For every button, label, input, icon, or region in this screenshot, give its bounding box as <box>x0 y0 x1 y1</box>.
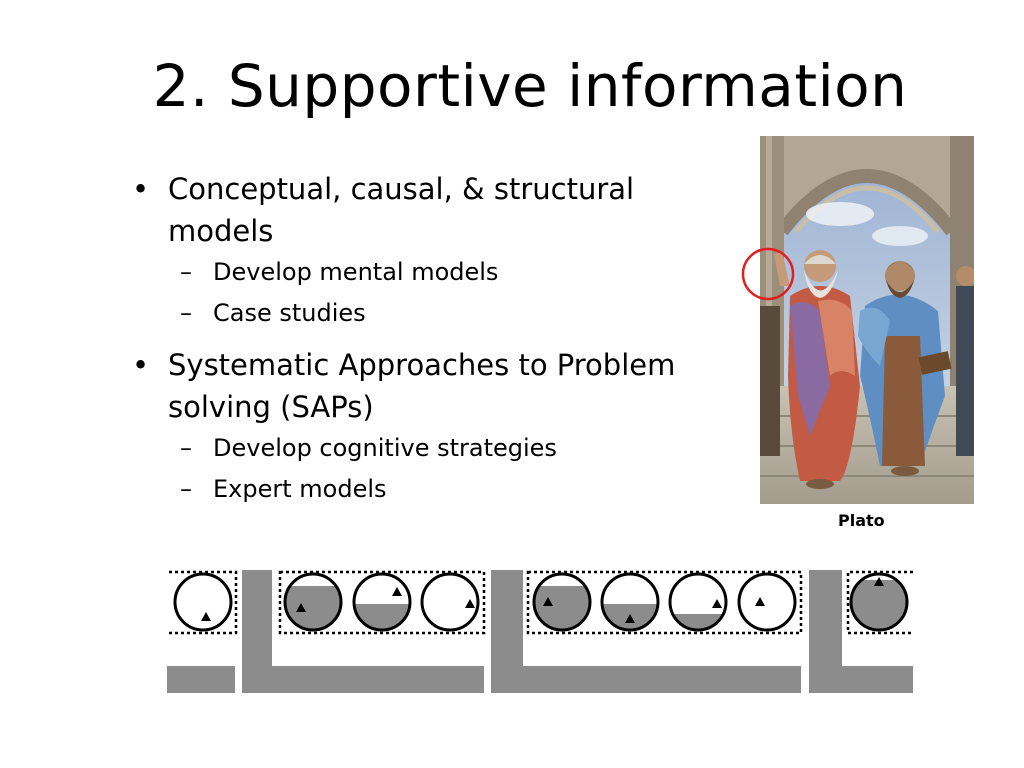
bullet-list: • Conceptual, causal, & structural model… <box>128 168 728 510</box>
learning-task-circle <box>668 572 728 632</box>
sub-bullet-text: Develop cognitive strategies <box>213 434 557 462</box>
learning-task-circle <box>737 572 797 632</box>
bullet-text: Systematic Approaches to Problem solving… <box>168 348 676 424</box>
bullet-item: • Conceptual, causal, & structural model… <box>128 168 728 252</box>
sub-bullet-dash: – <box>180 475 192 503</box>
training-blueprint-diagram <box>167 570 913 693</box>
task-class-frames <box>169 570 913 635</box>
learning-task-circle <box>600 572 660 632</box>
highlight-circle <box>741 247 795 301</box>
image-caption: Plato <box>838 511 885 530</box>
bullet-dot: • <box>132 348 150 382</box>
sub-bullet-item: – Develop mental models <box>128 252 728 293</box>
sub-bullet-text: Case studies <box>213 299 366 327</box>
supportive-info-bars <box>167 570 913 693</box>
sub-bullet-dash: – <box>180 258 192 286</box>
bullet-dot: • <box>132 172 150 206</box>
learning-task-circle <box>420 572 480 632</box>
learning-tasks <box>173 572 909 632</box>
school-of-athens-painting <box>760 136 974 504</box>
sub-bullet-dash: – <box>180 299 192 327</box>
learning-task-circle <box>352 572 412 632</box>
sub-bullet-dash: – <box>180 434 192 462</box>
sub-bullet-text: Expert models <box>213 475 387 503</box>
sub-bullet-item: – Case studies <box>128 293 728 334</box>
slide-title: 2. Supportive information <box>152 52 908 120</box>
learning-task-circle <box>283 572 343 632</box>
sub-bullet-item: – Expert models <box>128 469 728 510</box>
sub-bullet-item: – Develop cognitive strategies <box>128 428 728 469</box>
bullet-text: Conceptual, causal, & structural models <box>168 172 635 248</box>
bullet-item: • Systematic Approaches to Problem solvi… <box>128 344 728 428</box>
sub-bullet-text: Develop mental models <box>213 258 499 286</box>
learning-task-circle <box>849 572 909 632</box>
learning-task-circle <box>532 572 592 632</box>
learning-task-circle <box>173 572 233 632</box>
